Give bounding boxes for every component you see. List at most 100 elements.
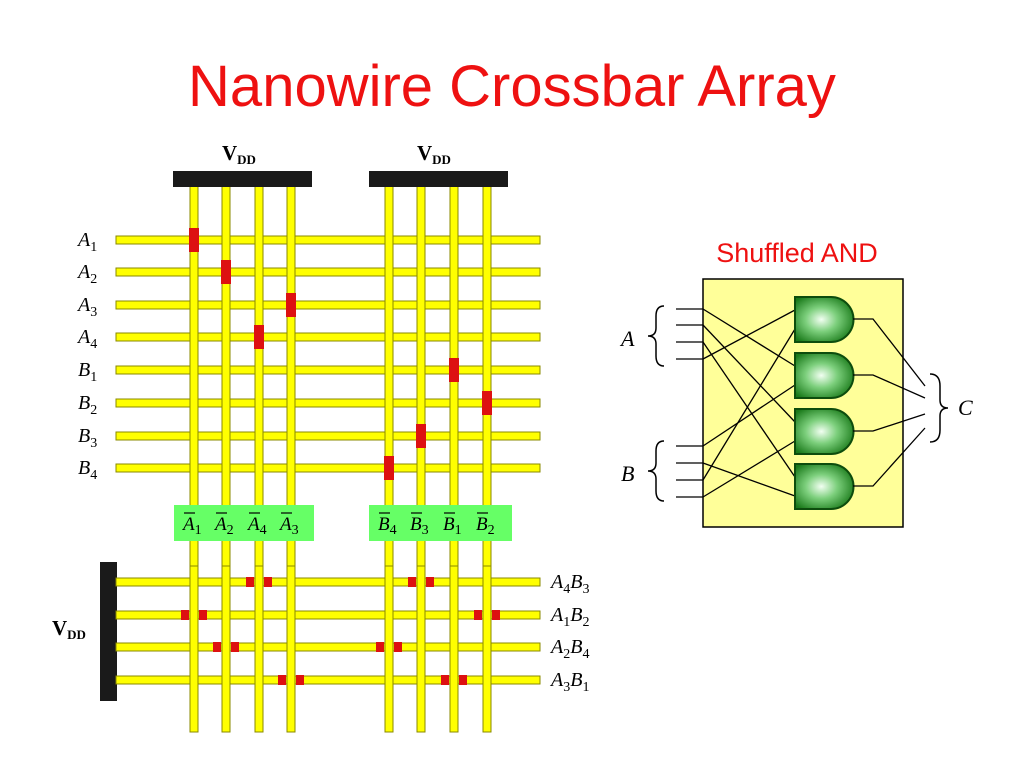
row-label-letter: A <box>76 294 91 316</box>
product-letter-2: B <box>570 669 582 691</box>
junction-lower-1-1a <box>474 610 482 620</box>
junction-upper-3 <box>254 325 264 349</box>
row-label-letter: B <box>78 457 90 479</box>
shuffle-line-6 <box>702 328 796 481</box>
complement-letter: A <box>181 514 195 535</box>
shuffle-line-5 <box>702 462 796 497</box>
shuffle-line-0 <box>702 308 796 367</box>
vdd-rail-lower <box>100 562 117 701</box>
shuffle-line-7 <box>702 440 796 498</box>
junction-lower-3-0b <box>296 675 304 685</box>
row-label-index: 3 <box>90 305 97 320</box>
product-letter-1: A <box>549 669 564 691</box>
input-b-label: B <box>621 461 634 486</box>
product-letter-1: A <box>549 571 564 593</box>
complement-label-6: B1 <box>443 514 462 538</box>
output-c-label: C <box>958 395 973 420</box>
row-label-index: 4 <box>90 468 97 483</box>
page-title: Nanowire Crossbar Array <box>188 54 836 119</box>
complement-label-4: B4 <box>378 514 397 538</box>
junction-upper-4 <box>449 358 459 382</box>
and-gate-1 <box>794 352 855 399</box>
complement-label-0: A1 <box>181 514 202 538</box>
product-wire-2 <box>115 642 541 652</box>
shuffle-line-2 <box>702 341 796 478</box>
product-label-3: A3B1 <box>549 669 589 695</box>
product-index-1: 2 <box>563 647 570 662</box>
and-gate-2 <box>794 408 855 455</box>
row-label-letter: A <box>76 326 91 348</box>
shuffled-and-title: Shuffled AND <box>716 238 878 268</box>
row-label-3: A4 <box>76 326 97 352</box>
complement-index: 1 <box>455 523 462 538</box>
junction-lower-0-0a <box>246 577 254 587</box>
junction-lower-2-1b <box>394 642 402 652</box>
product-index-1: 4 <box>563 582 570 597</box>
vdd-label-lower: VDD <box>52 616 86 642</box>
row-label-5: B2 <box>78 392 97 418</box>
column-wire-lower-1 <box>221 565 231 733</box>
row-label-index: 2 <box>90 272 97 287</box>
row-label-index: 2 <box>90 403 97 418</box>
complement-index: 3 <box>292 523 299 538</box>
column-wire-lower-7 <box>482 565 492 733</box>
column-wire-lower-4 <box>384 565 394 733</box>
complement-label-3: A3 <box>278 514 299 538</box>
junction-upper-5 <box>482 391 492 415</box>
junction-upper-1 <box>221 260 231 284</box>
product-index-2: 4 <box>582 647 589 662</box>
column-wire-lower-0 <box>189 565 199 733</box>
complement-index: 2 <box>227 523 234 538</box>
complement-index: 1 <box>195 523 202 538</box>
product-index-2: 1 <box>582 680 589 695</box>
product-label-2: A2B4 <box>549 636 589 662</box>
vdd-rail-left <box>173 171 312 187</box>
vdd-label-right: VDD <box>417 141 451 167</box>
junction-lower-0-1b <box>426 577 434 587</box>
and-gate-3 <box>794 463 855 510</box>
input-a-label: A <box>619 326 635 351</box>
shuffle-line-3 <box>702 309 796 360</box>
output-line-0 <box>853 318 926 387</box>
input-wire-4 <box>115 365 541 375</box>
input-wire-1 <box>115 267 541 277</box>
junction-lower-3-1b <box>459 675 467 685</box>
input-wire-5 <box>115 398 541 408</box>
output-line-3 <box>853 427 926 487</box>
product-wire-3 <box>115 675 541 685</box>
complement-letter: B <box>476 514 488 535</box>
row-label-4: B1 <box>78 359 97 385</box>
product-letter-1: A <box>549 604 564 626</box>
junction-lower-1-0a <box>181 610 189 620</box>
product-label-1: A1B2 <box>549 604 589 630</box>
product-index-2: 2 <box>582 615 589 630</box>
vdd-label-left: VDD <box>222 141 256 167</box>
junction-upper-7 <box>384 456 394 480</box>
row-label-index: 4 <box>90 337 97 352</box>
column-wire-lower-5 <box>416 565 426 733</box>
complement-letter: A <box>213 514 227 535</box>
and-gate-0 <box>794 296 855 343</box>
complement-index: 4 <box>260 523 267 538</box>
input-wire-7 <box>115 463 541 473</box>
row-label-1: A2 <box>76 261 97 287</box>
row-label-7: B4 <box>78 457 97 483</box>
junction-lower-2-1a <box>376 642 384 652</box>
junction-upper-0 <box>189 228 199 252</box>
junction-lower-3-1a <box>441 675 449 685</box>
product-wire-0 <box>115 577 541 587</box>
complement-index: 3 <box>422 523 429 538</box>
input-wire-6 <box>115 431 541 441</box>
row-label-index: 1 <box>90 240 97 255</box>
complement-letter: A <box>278 514 292 535</box>
brace-c <box>929 373 949 443</box>
output-line-1 <box>853 374 926 399</box>
complement-letter: B <box>410 514 422 535</box>
complement-label-7: B2 <box>476 514 495 538</box>
column-wire-lower-6 <box>449 565 459 733</box>
junction-lower-2-0a <box>213 642 221 652</box>
junction-lower-0-1a <box>408 577 416 587</box>
row-label-index: 3 <box>90 436 97 451</box>
shuffle-wiring <box>676 296 926 510</box>
